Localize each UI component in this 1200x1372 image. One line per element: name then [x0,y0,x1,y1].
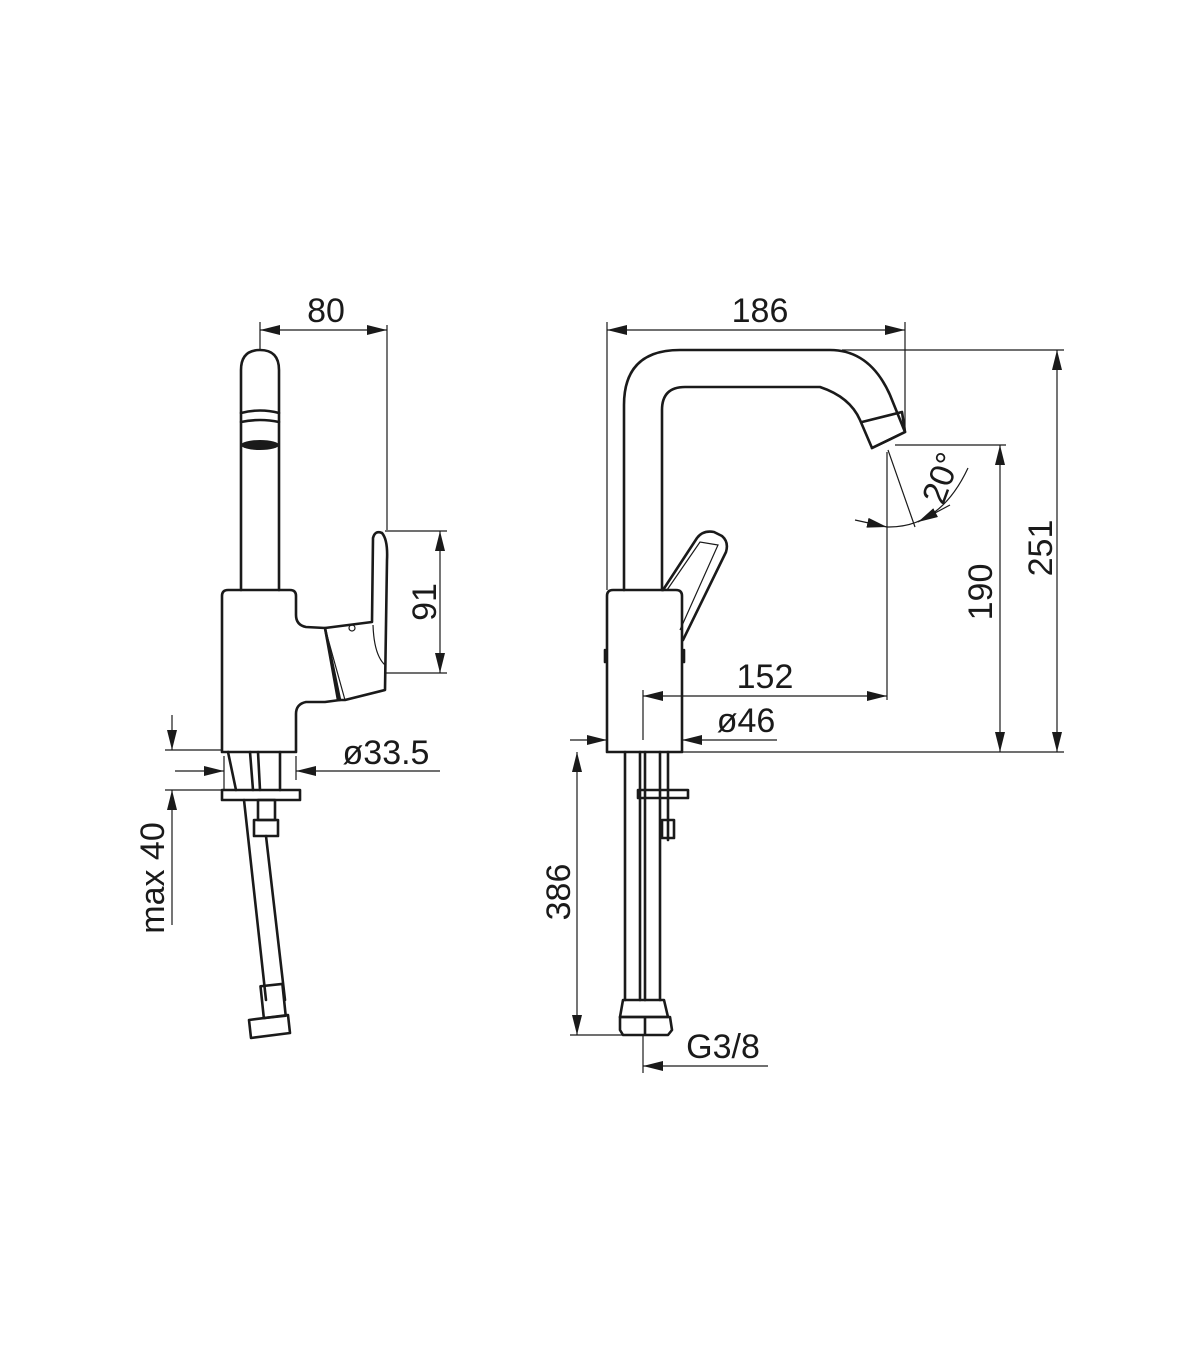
dimension-body-diameter: ø46 [570,702,777,745]
dimension-label: ø33.5 [343,734,430,772]
dimension-swivel-angle: 20° [854,448,969,528]
dimension-max-40: max 40 [134,715,222,934]
dimension-label: max 40 [134,822,172,934]
dimension-80: 80 [259,292,388,530]
dimension-label: 186 [732,292,789,330]
front-body [603,588,686,754]
dimension-186: 186 [606,292,906,590]
side-lever [323,530,389,702]
side-body [220,588,342,754]
dimension-label: 190 [962,564,1000,621]
dimension-386: 386 [540,752,622,1036]
dimension-91: 91 [385,530,447,674]
side-mounting-hardware [220,750,302,1040]
dimension-label: 80 [307,292,345,330]
dimension-label: G3/8 [686,1028,760,1066]
side-spout [239,348,281,592]
front-lever [661,530,729,642]
dimension-label: 152 [737,658,794,696]
dimension-hole-diameter: ø33.5 [175,734,440,790]
dimension-label: 251 [1022,520,1060,577]
dimension-label: ø46 [717,702,776,740]
dimension-label: 91 [406,583,444,621]
dimension-thread: G3/8 [642,1028,768,1073]
dimension-label: 386 [540,864,578,921]
front-spout [622,348,907,592]
dimension-190: 190 [895,444,1006,752]
dimension-251: 251 [682,349,1064,753]
front-mounting-hardware [618,750,690,1037]
dimension-152: 152 [642,452,888,740]
front-view: 186 251 190 152 ø46 [540,292,1064,1073]
dimension-label: 20° [915,448,968,509]
side-view: 80 91 ø33.5 max 40 [134,292,447,1040]
